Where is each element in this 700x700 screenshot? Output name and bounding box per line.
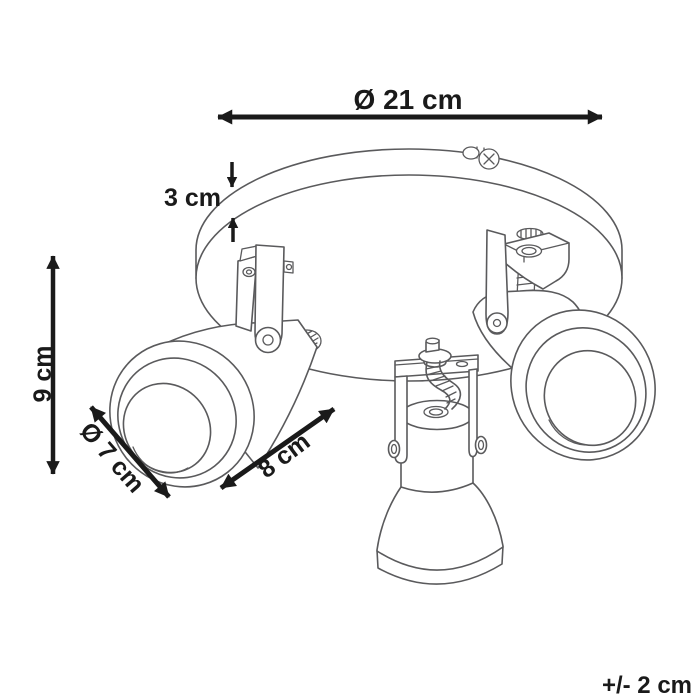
spotlight-center	[376, 337, 504, 585]
right-pivot	[486, 312, 508, 334]
base-thickness-label: 3 cm	[164, 184, 221, 212]
height-label: 9 cm	[29, 346, 57, 403]
spotlight-right	[472, 227, 656, 461]
spot-length-arrow	[219, 406, 336, 491]
center-pivot-right	[474, 435, 488, 455]
spot-diameter-arrow	[89, 405, 171, 499]
center-lamp-shade	[376, 482, 504, 585]
base-diameter-label: Ø 21 cm	[354, 84, 463, 115]
left-bracket-tab	[283, 260, 294, 274]
center-bracket-arm-left	[394, 375, 408, 464]
tolerance-label: +/- 2 cm	[602, 672, 692, 699]
screw-icon	[462, 146, 500, 170]
flex-conduit	[425, 360, 462, 410]
right-bracket-block	[503, 232, 570, 290]
center-pivot-left	[387, 439, 401, 459]
right-spot-lens	[543, 349, 637, 447]
